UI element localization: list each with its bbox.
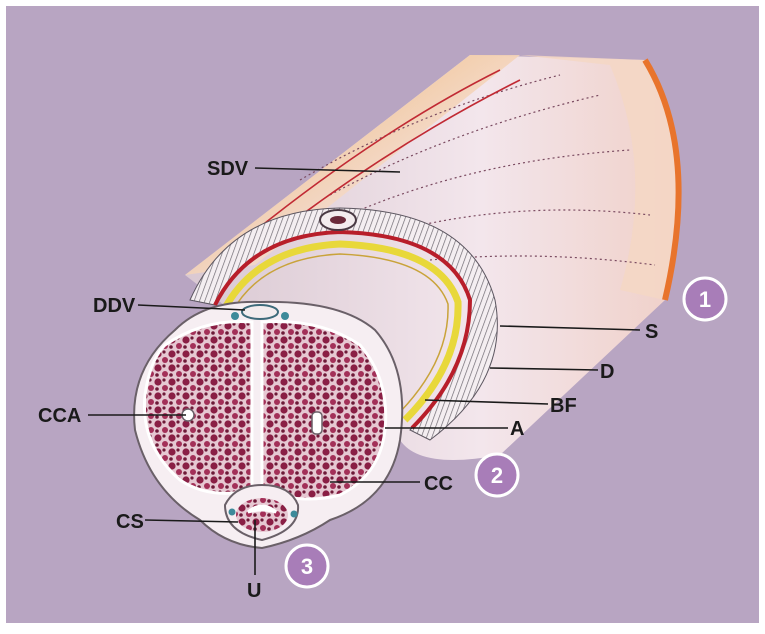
vessel-right-cs — [291, 511, 298, 518]
dorsal-artery-right — [281, 312, 289, 320]
badge-2-number: 2 — [491, 463, 503, 488]
label-s: S — [645, 321, 658, 343]
badge-3: 3 — [286, 545, 328, 587]
badge-1-number: 1 — [699, 287, 711, 312]
vessel-left-cs — [229, 509, 236, 516]
corpus-spongiosum — [236, 498, 288, 532]
badge-1: 1 — [684, 278, 726, 320]
dorsal-artery-left — [231, 312, 239, 320]
superficial-dorsal-vein-lumen — [330, 216, 346, 224]
label-bf: BF — [550, 395, 577, 417]
cavernosal-artery-right — [312, 412, 322, 434]
label-d: D — [600, 361, 614, 383]
label-cs: CS — [116, 511, 144, 533]
deep-dorsal-vein — [242, 305, 278, 319]
badge-2: 2 — [476, 454, 518, 496]
label-sdv: SDV — [207, 158, 249, 180]
label-cc: CC — [424, 473, 453, 495]
badge-3-number: 3 — [301, 554, 313, 579]
label-cca: CCA — [38, 405, 81, 427]
label-ddv: DDV — [93, 295, 136, 317]
label-u: U — [247, 580, 261, 602]
label-a: A — [510, 418, 524, 440]
